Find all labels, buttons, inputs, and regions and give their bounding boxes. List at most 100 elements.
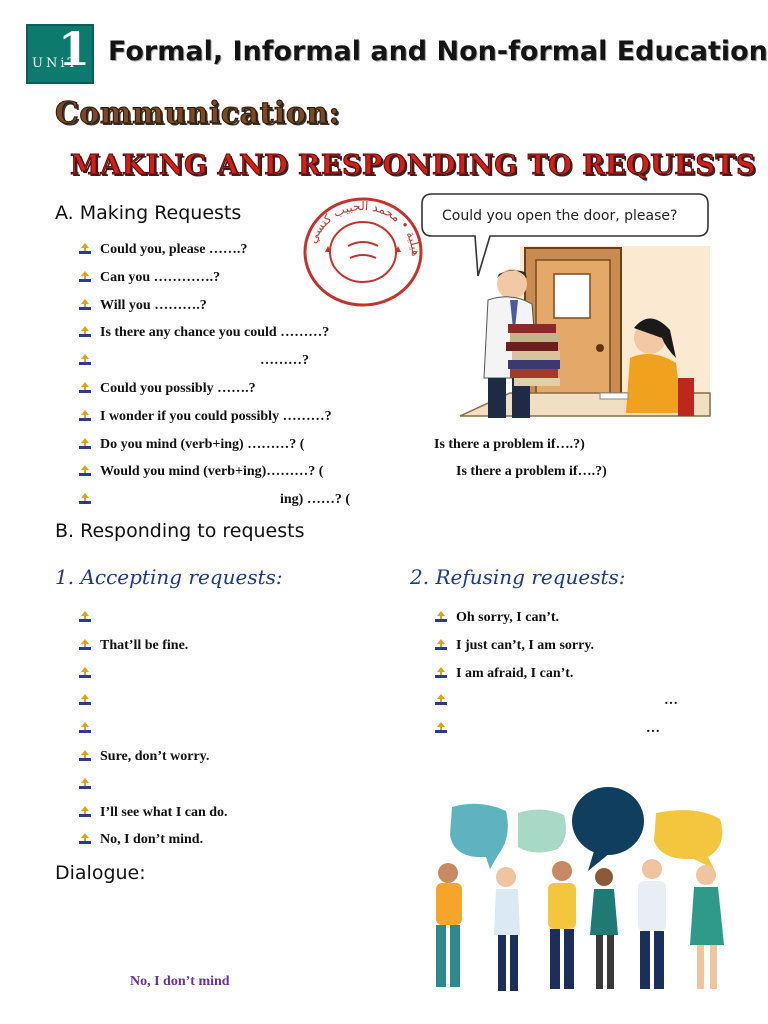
bullet-arrow-icon — [79, 722, 91, 734]
request-extra: ing) ……? ( — [280, 492, 350, 508]
bullet-arrow-icon — [435, 611, 447, 622]
dialogue-line: No, I don’t mind — [130, 974, 230, 989]
list-item: I’ll see what I can do. — [78, 803, 398, 831]
section-a-title: A. Making Requests — [55, 202, 242, 224]
speech-bubble-mint-icon — [518, 809, 566, 853]
refusing-phrase: … — [646, 721, 660, 737]
request-phrase: Could you possibly …….? — [100, 380, 256, 396]
dialogue-title: Dialogue: — [55, 862, 146, 884]
request-phrase: Would you mind (verb+ing)………? ( — [100, 464, 324, 480]
list-item — [78, 691, 398, 719]
unit-word: UNiT — [32, 56, 80, 71]
refusing-title: 2. Refusing requests: — [410, 565, 626, 589]
accepting-phrase: I’ll see what I can do. — [100, 804, 228, 820]
books-stack — [506, 324, 560, 386]
bullet-arrow-icon — [79, 694, 91, 706]
bullet-arrow-icon — [79, 611, 91, 622]
refusing-phrase: … — [664, 693, 678, 709]
list-item: I wonder if you could possibly ………? — [78, 407, 638, 435]
person-6 — [690, 865, 724, 989]
list-item: Oh sorry, I can’t. — [434, 608, 704, 636]
bullet-arrow-icon — [435, 638, 447, 650]
accepting-phrase: No, I don’t mind. — [100, 832, 204, 848]
request-phrase: Do you mind (verb+ing) ………? ( — [100, 436, 305, 452]
person-3 — [548, 861, 576, 989]
bullet-arrow-icon — [435, 694, 447, 706]
list-item: Is there any chance you could ………? — [78, 323, 638, 351]
request-phrase: Will you ……….? — [100, 297, 207, 313]
list-item: Would you mind (verb+ing)………? ( Is there … — [78, 462, 638, 490]
list-item: Could you, please …….? — [78, 240, 638, 268]
list-item: Sure, don’t worry. — [78, 747, 398, 775]
list-item: I just can’t, I am sorry. — [434, 636, 704, 664]
communication-title: Communication: — [54, 96, 341, 132]
bullet-arrow-icon — [79, 666, 91, 678]
bullet-arrow-icon — [79, 493, 91, 505]
list-item: … — [434, 691, 704, 719]
request-extra: Is there a problem if….?) — [434, 436, 585, 452]
unit-badge: 1 UNiT — [26, 22, 94, 84]
refusing-phrase: I just can’t, I am sorry. — [456, 637, 595, 653]
page-title: Formal, Informal and Non-formal Educatio… — [108, 36, 768, 67]
person-4 — [590, 868, 618, 989]
bullet-arrow-icon — [79, 749, 91, 761]
accepting-list: That’ll be fine. Sure, don’t worry. I’ll s… — [78, 608, 398, 858]
bullet-arrow-icon — [79, 354, 91, 366]
refusing-phrase: I am afraid, I can’t. — [456, 665, 574, 681]
request-phrase: Can you ………….? — [100, 269, 221, 285]
bullet-arrow-icon — [79, 298, 91, 310]
school-stamp-icon: ثانوية الصداقة التأهيلية • محمد الحبيب ك… — [300, 194, 423, 307]
list-item: Can you ………….? — [78, 268, 638, 296]
bullet-arrow-icon — [79, 409, 91, 421]
list-item: Could you possibly …….? — [78, 379, 638, 407]
list-item — [78, 608, 398, 636]
making-requests-list: Could you, please …….? Can you ………….? Will… — [78, 240, 638, 518]
person-2 — [494, 867, 520, 991]
bullet-arrow-icon — [435, 666, 447, 678]
people-talking-illustration — [436, 787, 724, 991]
list-item: No, I don’t mind. — [78, 830, 398, 858]
request-extra: ………? — [260, 353, 309, 369]
list-item: … — [434, 719, 704, 747]
speech-bubble-text: Could you open the door, please? — [442, 208, 677, 224]
accepting-title: 1. Accepting requests: — [55, 565, 283, 589]
list-item — [78, 664, 398, 692]
list-item: ing) ……? ( — [78, 490, 638, 518]
bullet-arrow-icon — [79, 270, 91, 282]
bullet-arrow-icon — [79, 437, 91, 449]
unit-number: 1 — [58, 22, 91, 76]
list-item: ………? — [78, 351, 638, 379]
speech-bubble-navy-icon — [572, 787, 644, 855]
list-item: I am afraid, I can’t. — [434, 664, 704, 692]
bullet-arrow-icon — [79, 326, 91, 338]
speech-bubble-teal-icon — [450, 803, 508, 869]
accepting-phrase: Sure, don’t worry. — [100, 748, 210, 764]
bullet-arrow-icon — [79, 833, 91, 845]
person-1 — [436, 863, 462, 987]
accepting-phrase: That’ll be fine. — [100, 637, 189, 653]
person-5 — [638, 859, 666, 989]
bullet-arrow-icon — [79, 465, 91, 477]
bullet-arrow-icon — [79, 381, 91, 393]
bullet-arrow-icon — [435, 722, 447, 734]
refusing-list: Oh sorry, I can’t. I just can’t, I am sor… — [434, 608, 704, 747]
topic-title: MAKING AND RESPONDING TO REQUESTS — [70, 150, 756, 182]
list-item: Do you mind (verb+ing) ………? ( Is there a … — [78, 435, 638, 463]
request-extra: Is there a problem if….?) — [456, 464, 607, 480]
bullet-arrow-icon — [79, 805, 91, 817]
list-item: Will you ……….? — [78, 296, 638, 324]
speech-bubble — [421, 193, 709, 277]
request-phrase: I wonder if you could possibly ………? — [100, 408, 332, 424]
list-item — [78, 719, 398, 747]
request-phrase: Could you, please …….? — [100, 242, 248, 257]
list-item: That’ll be fine. — [78, 636, 398, 664]
request-phrase: Is there any chance you could ………? — [100, 325, 330, 341]
refusing-phrase: Oh sorry, I can’t. — [456, 610, 560, 625]
speech-bubble-yellow-icon — [654, 810, 723, 869]
list-item — [78, 775, 398, 803]
office-illustration: Could you open the door, please? — [421, 193, 711, 418]
bullet-arrow-icon — [79, 777, 91, 789]
bullet-arrow-icon — [79, 638, 91, 650]
section-b-title: B. Responding to requests — [55, 520, 305, 542]
bullet-arrow-icon — [79, 243, 91, 254]
